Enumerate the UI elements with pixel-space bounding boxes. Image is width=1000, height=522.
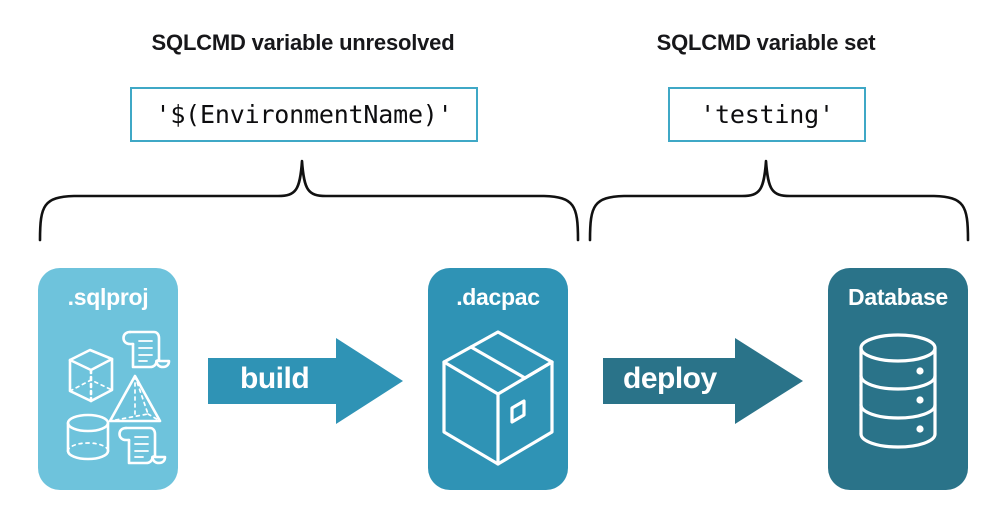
- package-box-icon: [442, 330, 554, 466]
- value-box-set: 'testing': [668, 87, 866, 142]
- brace-build-phase: [38, 159, 580, 242]
- database-cylinder-icon: [859, 333, 937, 449]
- pyramid-icon: [108, 374, 162, 423]
- value-box-unresolved: '$(EnvironmentName)': [130, 87, 478, 142]
- scroll-icon: [122, 330, 171, 369]
- cube-icon: [68, 348, 114, 403]
- heading-build-phase: SQLCMD variable unresolved: [151, 30, 455, 55]
- stage-label-sqlproj: .sqlproj: [67, 284, 149, 310]
- brace-deploy-phase: [588, 159, 970, 242]
- heading-deploy-phase: SQLCMD variable set: [656, 30, 876, 55]
- stage-label-dacpac: .dacpac: [456, 284, 540, 310]
- stage-label-database: Database: [848, 284, 948, 310]
- value-text-set: 'testing': [700, 100, 834, 129]
- stage-box-sqlproj: .sqlproj: [38, 268, 178, 490]
- cylinder-icon: [66, 413, 110, 461]
- value-text-unresolved: '$(EnvironmentName)': [155, 100, 453, 129]
- build-arrow-label: build: [240, 362, 310, 395]
- deploy-arrow-label: deploy: [623, 362, 717, 395]
- stage-box-dacpac: .dacpac: [428, 268, 568, 490]
- stage-box-database: Database: [828, 268, 968, 490]
- sqlproj-icon-group: [66, 330, 171, 465]
- scroll-icon: [118, 426, 167, 465]
